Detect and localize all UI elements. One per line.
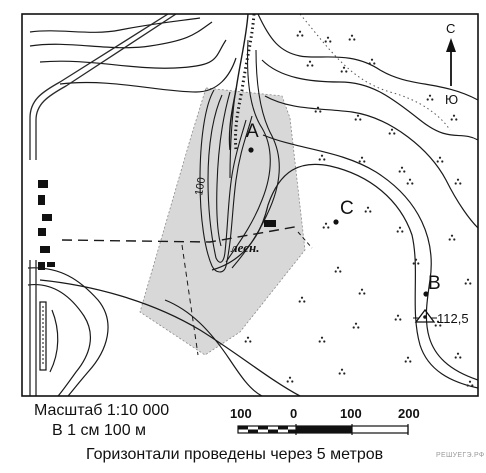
scale-bar-label-100-right: 100 <box>340 406 362 421</box>
forestry-house-icon <box>264 220 276 227</box>
north-label: С <box>446 21 455 36</box>
point-a-marker <box>248 147 254 153</box>
north-arrow-icon <box>446 38 456 86</box>
scale-bar-label-0: 0 <box>290 406 298 421</box>
south-label: Ю <box>445 92 458 107</box>
point-c-label: C <box>340 198 354 219</box>
point-a-label: A <box>246 121 259 142</box>
trail-dashed <box>61 225 301 243</box>
map-frame <box>21 13 479 397</box>
village <box>38 180 55 371</box>
scale-text-line2: В 1 см 100 м <box>52 422 147 439</box>
road <box>29 14 177 396</box>
scale-bar-label-100-left: 100 <box>230 406 252 421</box>
contour-lines <box>27 14 478 396</box>
contour-value-label: 100 <box>193 176 208 196</box>
point-b-marker <box>423 291 429 297</box>
watermark: РЕШУЕГЭ.РФ <box>436 452 485 459</box>
cliff-line <box>228 14 249 151</box>
dotted-boundary <box>299 14 451 131</box>
scale-text-line1: Масштаб 1:10 000 <box>34 402 170 419</box>
triangulation-point-icon <box>413 308 437 323</box>
contour-interval-note: Горизонтали проведены через 5 метров <box>86 446 384 463</box>
forest-path <box>181 244 199 356</box>
road-solid <box>39 279 301 396</box>
scale-bar-label-200: 200 <box>398 406 420 421</box>
scale-bar <box>237 424 409 435</box>
forestry-house-label: лесн. <box>230 240 260 255</box>
point-b-label: B <box>428 273 441 294</box>
forest-path-2 <box>297 231 313 249</box>
point-c-marker <box>333 219 339 225</box>
elevation-label: 112,5 <box>437 311 469 326</box>
ravine-contours <box>199 39 280 273</box>
topographic-map: A C B 112,5 100 лесн. С Ю <box>21 13 479 397</box>
